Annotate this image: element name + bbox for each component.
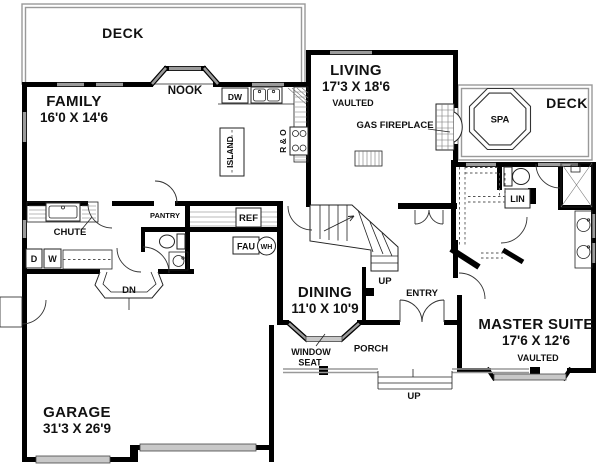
water-heater-label: WH bbox=[261, 244, 273, 251]
master-vanity bbox=[574, 210, 593, 269]
laundry-fixtures bbox=[25, 201, 113, 270]
entry-door-right-arc bbox=[421, 299, 445, 323]
stairs-up-label: UP bbox=[378, 276, 392, 287]
garage-dims: 31'3 X 26'9 bbox=[43, 421, 111, 436]
dining-room-label: DINING bbox=[298, 284, 352, 301]
nook-label: NOOK bbox=[168, 85, 203, 97]
entry-door-left-arc bbox=[399, 299, 423, 323]
master-bay-window bbox=[493, 373, 567, 381]
garage-side-closet bbox=[0, 296, 23, 328]
master-bath-fixtures bbox=[459, 162, 593, 269]
master-suite-dims: 17'6 X 12'6 bbox=[502, 333, 570, 348]
porch-steps bbox=[377, 369, 453, 390]
laundry-door-arc bbox=[87, 203, 113, 229]
garage-door-left bbox=[35, 455, 111, 464]
deck-left-label: DECK bbox=[102, 25, 144, 41]
entry-label: ENTRY bbox=[406, 288, 439, 299]
gas-fireplace-unit bbox=[427, 103, 463, 151]
master-suite-note: VAULTED bbox=[517, 353, 559, 363]
spa-octagon bbox=[468, 87, 532, 151]
dishwasher-label: DW bbox=[228, 92, 243, 102]
garage-label: GARAGE bbox=[43, 404, 111, 421]
kitchen-fixtures bbox=[218, 86, 309, 177]
dining-bay-window bbox=[305, 336, 343, 342]
master-suite-label: MASTER SUITE bbox=[478, 316, 593, 333]
living-room-note: VAULTED bbox=[332, 98, 374, 108]
shower bbox=[560, 162, 593, 208]
hall-closet bbox=[190, 207, 277, 256]
family-room-label: FAMILY bbox=[46, 93, 101, 110]
furnace-label: FAU bbox=[237, 242, 255, 252]
dryer-box bbox=[25, 248, 43, 269]
coat-closet-door-left-arc bbox=[414, 209, 430, 225]
refrigerator bbox=[235, 207, 262, 228]
refrigerator-label: REF bbox=[239, 213, 258, 224]
family-room-dims: 16'0 X 14'6 bbox=[40, 110, 108, 125]
shower-room-door-arc bbox=[535, 163, 561, 189]
garage-doors-and-bay-bands bbox=[35, 336, 567, 464]
window-seat-label-line1: WINDOW bbox=[291, 347, 331, 357]
dryer-label: D bbox=[31, 254, 38, 264]
deck-right-label: DECK bbox=[546, 95, 588, 111]
porch-label: PORCH bbox=[354, 344, 388, 355]
porch-up-label: UP bbox=[407, 391, 421, 402]
mud-bench bbox=[62, 249, 113, 270]
laundry-sink bbox=[45, 202, 81, 222]
windows bbox=[22, 50, 596, 263]
chute-label: CHUTE bbox=[54, 227, 87, 238]
stair-railing bbox=[354, 150, 383, 167]
range-oven bbox=[289, 126, 309, 156]
stair-door-arc bbox=[287, 205, 313, 231]
door-arcs bbox=[21, 163, 561, 325]
half-bath-toilet bbox=[159, 233, 186, 250]
linen-label: LIN bbox=[510, 194, 525, 204]
range-label: R & O bbox=[278, 129, 288, 153]
porch-edge bbox=[283, 368, 529, 374]
washer-label: W bbox=[48, 254, 57, 264]
window-seat-leader bbox=[315, 333, 326, 347]
labels: DECK FAMILY 16'0 X 14'6 NOOK DW ISLAND R… bbox=[31, 25, 594, 436]
stairs-dn bbox=[94, 271, 164, 310]
kitchen-island bbox=[219, 127, 245, 177]
stairs-dn-label: DN bbox=[122, 285, 136, 296]
spa-label: SPA bbox=[491, 115, 510, 126]
gas-fireplace-label: GAS FIREPLACE bbox=[356, 120, 433, 131]
water-heater bbox=[257, 236, 276, 256]
deck-left-rail bbox=[21, 3, 306, 85]
bay-window-glass bbox=[151, 67, 360, 341]
coat-closet-door-right-arc bbox=[428, 209, 444, 225]
living-room-dims: 17'3 X 18'6 bbox=[322, 79, 390, 94]
master-toilet bbox=[503, 166, 530, 187]
bath-door-arc bbox=[116, 247, 142, 273]
master-bath-door-arc bbox=[500, 216, 528, 244]
pantry-label: PANTRY bbox=[150, 211, 180, 220]
dining-room-dims: 11'0 X 10'9 bbox=[291, 301, 358, 316]
pantry-door-arc bbox=[154, 180, 178, 204]
garage-door-right bbox=[139, 443, 257, 452]
stairs-up-arrow bbox=[323, 215, 355, 232]
linen-cabinet bbox=[504, 188, 531, 209]
stairs-up bbox=[309, 204, 399, 272]
walk-in-closet-shelves bbox=[459, 167, 506, 259]
kitchen-sink bbox=[250, 86, 283, 104]
washer-box bbox=[43, 248, 62, 269]
dishwasher bbox=[221, 87, 249, 104]
island-label: ISLAND bbox=[225, 136, 235, 168]
master-door-arc bbox=[458, 272, 486, 300]
half-bath-fixtures bbox=[159, 233, 189, 271]
garage-closet-door-arc bbox=[21, 299, 47, 325]
half-bath-sink bbox=[168, 251, 189, 271]
living-room-label: LIVING bbox=[330, 62, 382, 79]
window-seat-label-line2: SEAT bbox=[298, 358, 322, 368]
